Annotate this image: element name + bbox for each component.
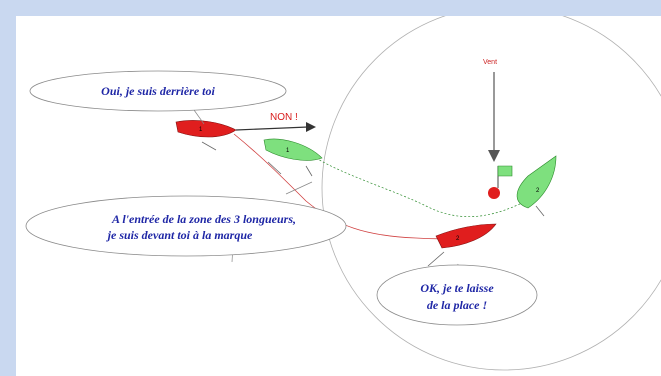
green-boat-2: 2 — [516, 155, 557, 217]
green-boat-1-number: 1 — [286, 148, 290, 154]
three-length-zone-circle — [321, 16, 661, 371]
middle-bubble-pointer-a — [285, 181, 313, 195]
non-arrow-shaft — [235, 126, 309, 131]
middle-bubble-line-1: A l'entrée de la zone des 3 longueurs, — [111, 212, 296, 226]
non-label: NON ! — [270, 112, 298, 123]
middle-speech-bubble — [25, 195, 347, 257]
green-boat-track — [315, 157, 527, 218]
green-flag — [497, 165, 513, 177]
red-boat-2-number: 2 — [456, 236, 460, 242]
wind-arrow-head — [488, 150, 500, 162]
red-boat-1: 1 — [175, 120, 237, 151]
red-boat-2: 2 — [427, 223, 497, 267]
green-boat-2-number: 2 — [536, 188, 540, 194]
top-bubble-text: Oui, je suis derrière toi — [101, 84, 215, 98]
middle-bubble-line-2: je suis devant toi à la marque — [106, 228, 253, 242]
non-arrow-head — [306, 122, 316, 132]
bottom-speech-bubble — [376, 264, 538, 326]
bottom-bubble-line-1: OK, je te laisse — [420, 281, 494, 295]
red-boat-1-number: 1 — [199, 127, 203, 133]
top-speech-bubble — [29, 70, 287, 112]
diagram-panel: Vent NON ! 1 1 — [16, 16, 661, 376]
sailing-diagram: Vent NON ! 1 1 — [25, 16, 661, 371]
mark-buoy — [488, 187, 500, 199]
wind-label: Vent — [483, 59, 497, 66]
bottom-bubble-line-2: de la place ! — [427, 298, 487, 312]
top-bubble-pointer — [193, 109, 205, 125]
green-boat-1: 1 — [263, 138, 323, 177]
